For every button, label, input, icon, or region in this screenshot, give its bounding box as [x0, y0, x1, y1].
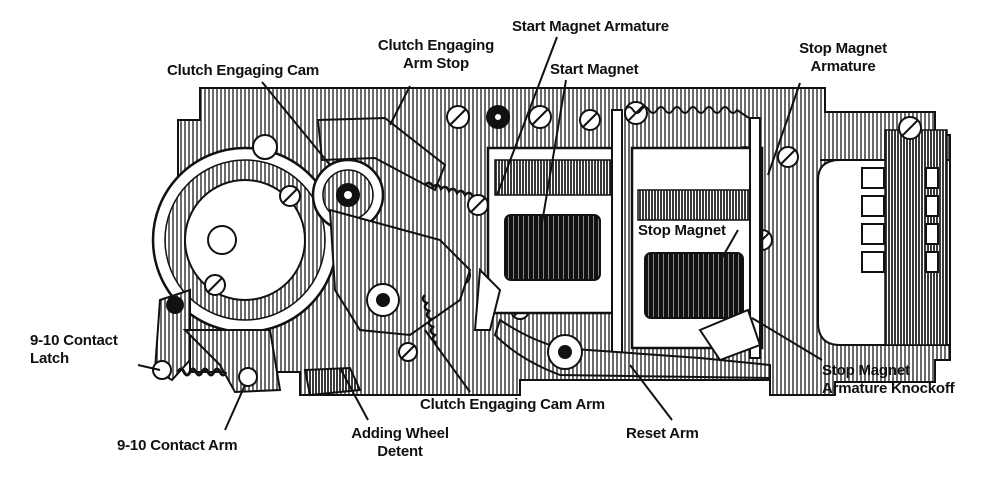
label-adding-wheel-detent: Adding Wheel Detent [340, 425, 460, 461]
label-start-magnet: Start Magnet [550, 61, 639, 78]
label-clutch-engaging-cam-arm: Clutch Engaging Cam Arm [420, 396, 605, 413]
label-contact-arm: 9-10 Contact Arm [117, 437, 238, 454]
label-knockoff-line2: Armature Knockoff [822, 380, 955, 397]
adding-wheel [151, 134, 339, 334]
label-knockoff-line1: Stop Magnet [822, 362, 910, 379]
armature-spring [624, 106, 750, 119]
label-adding-wheel-detent-line1: Adding Wheel [351, 425, 449, 442]
detent-part [303, 366, 362, 397]
label-stop-magnet-armature-line1: Stop Magnet [799, 40, 887, 57]
knockoff-part [698, 308, 762, 362]
label-stop-magnet-armature-knockoff: Stop Magnet Armature Knockoff [822, 362, 955, 398]
start-magnet [486, 109, 623, 361]
leader-lines [137, 36, 823, 431]
label-start-magnet-armature: Start Magnet Armature [512, 18, 669, 35]
label-contact-latch-line2: Latch [30, 350, 70, 367]
label-reset-arm: Reset Arm [626, 425, 699, 442]
label-adding-wheel-detent-line2: Detent [377, 443, 423, 460]
contact-latch-part [152, 288, 282, 394]
label-stop-magnet: Stop Magnet [636, 222, 728, 240]
label-clutch-engaging-cam: Clutch Engaging Cam [167, 62, 320, 79]
label-stop-magnet-armature: Stop Magnet Armature [778, 40, 908, 76]
clutch-spring [424, 181, 475, 198]
clutch-cam-arm [328, 208, 502, 337]
label-clutch-engaging-arm-stop-line2: Arm Stop [403, 55, 469, 72]
label-clutch-engaging-arm-stop-line1: Clutch Engaging [377, 37, 495, 54]
label-contact-latch: 9-10 Contact Latch [30, 332, 118, 368]
contact-blocks [861, 167, 939, 273]
label-clutch-engaging-arm-stop: Clutch Engaging Arm Stop [362, 37, 510, 73]
label-contact-latch-line1: 9-10 Contact [30, 332, 118, 349]
cam-arm-spring [421, 294, 438, 345]
label-stop-magnet-armature-line2: Armature [810, 58, 876, 75]
arm-stop [316, 116, 447, 192]
